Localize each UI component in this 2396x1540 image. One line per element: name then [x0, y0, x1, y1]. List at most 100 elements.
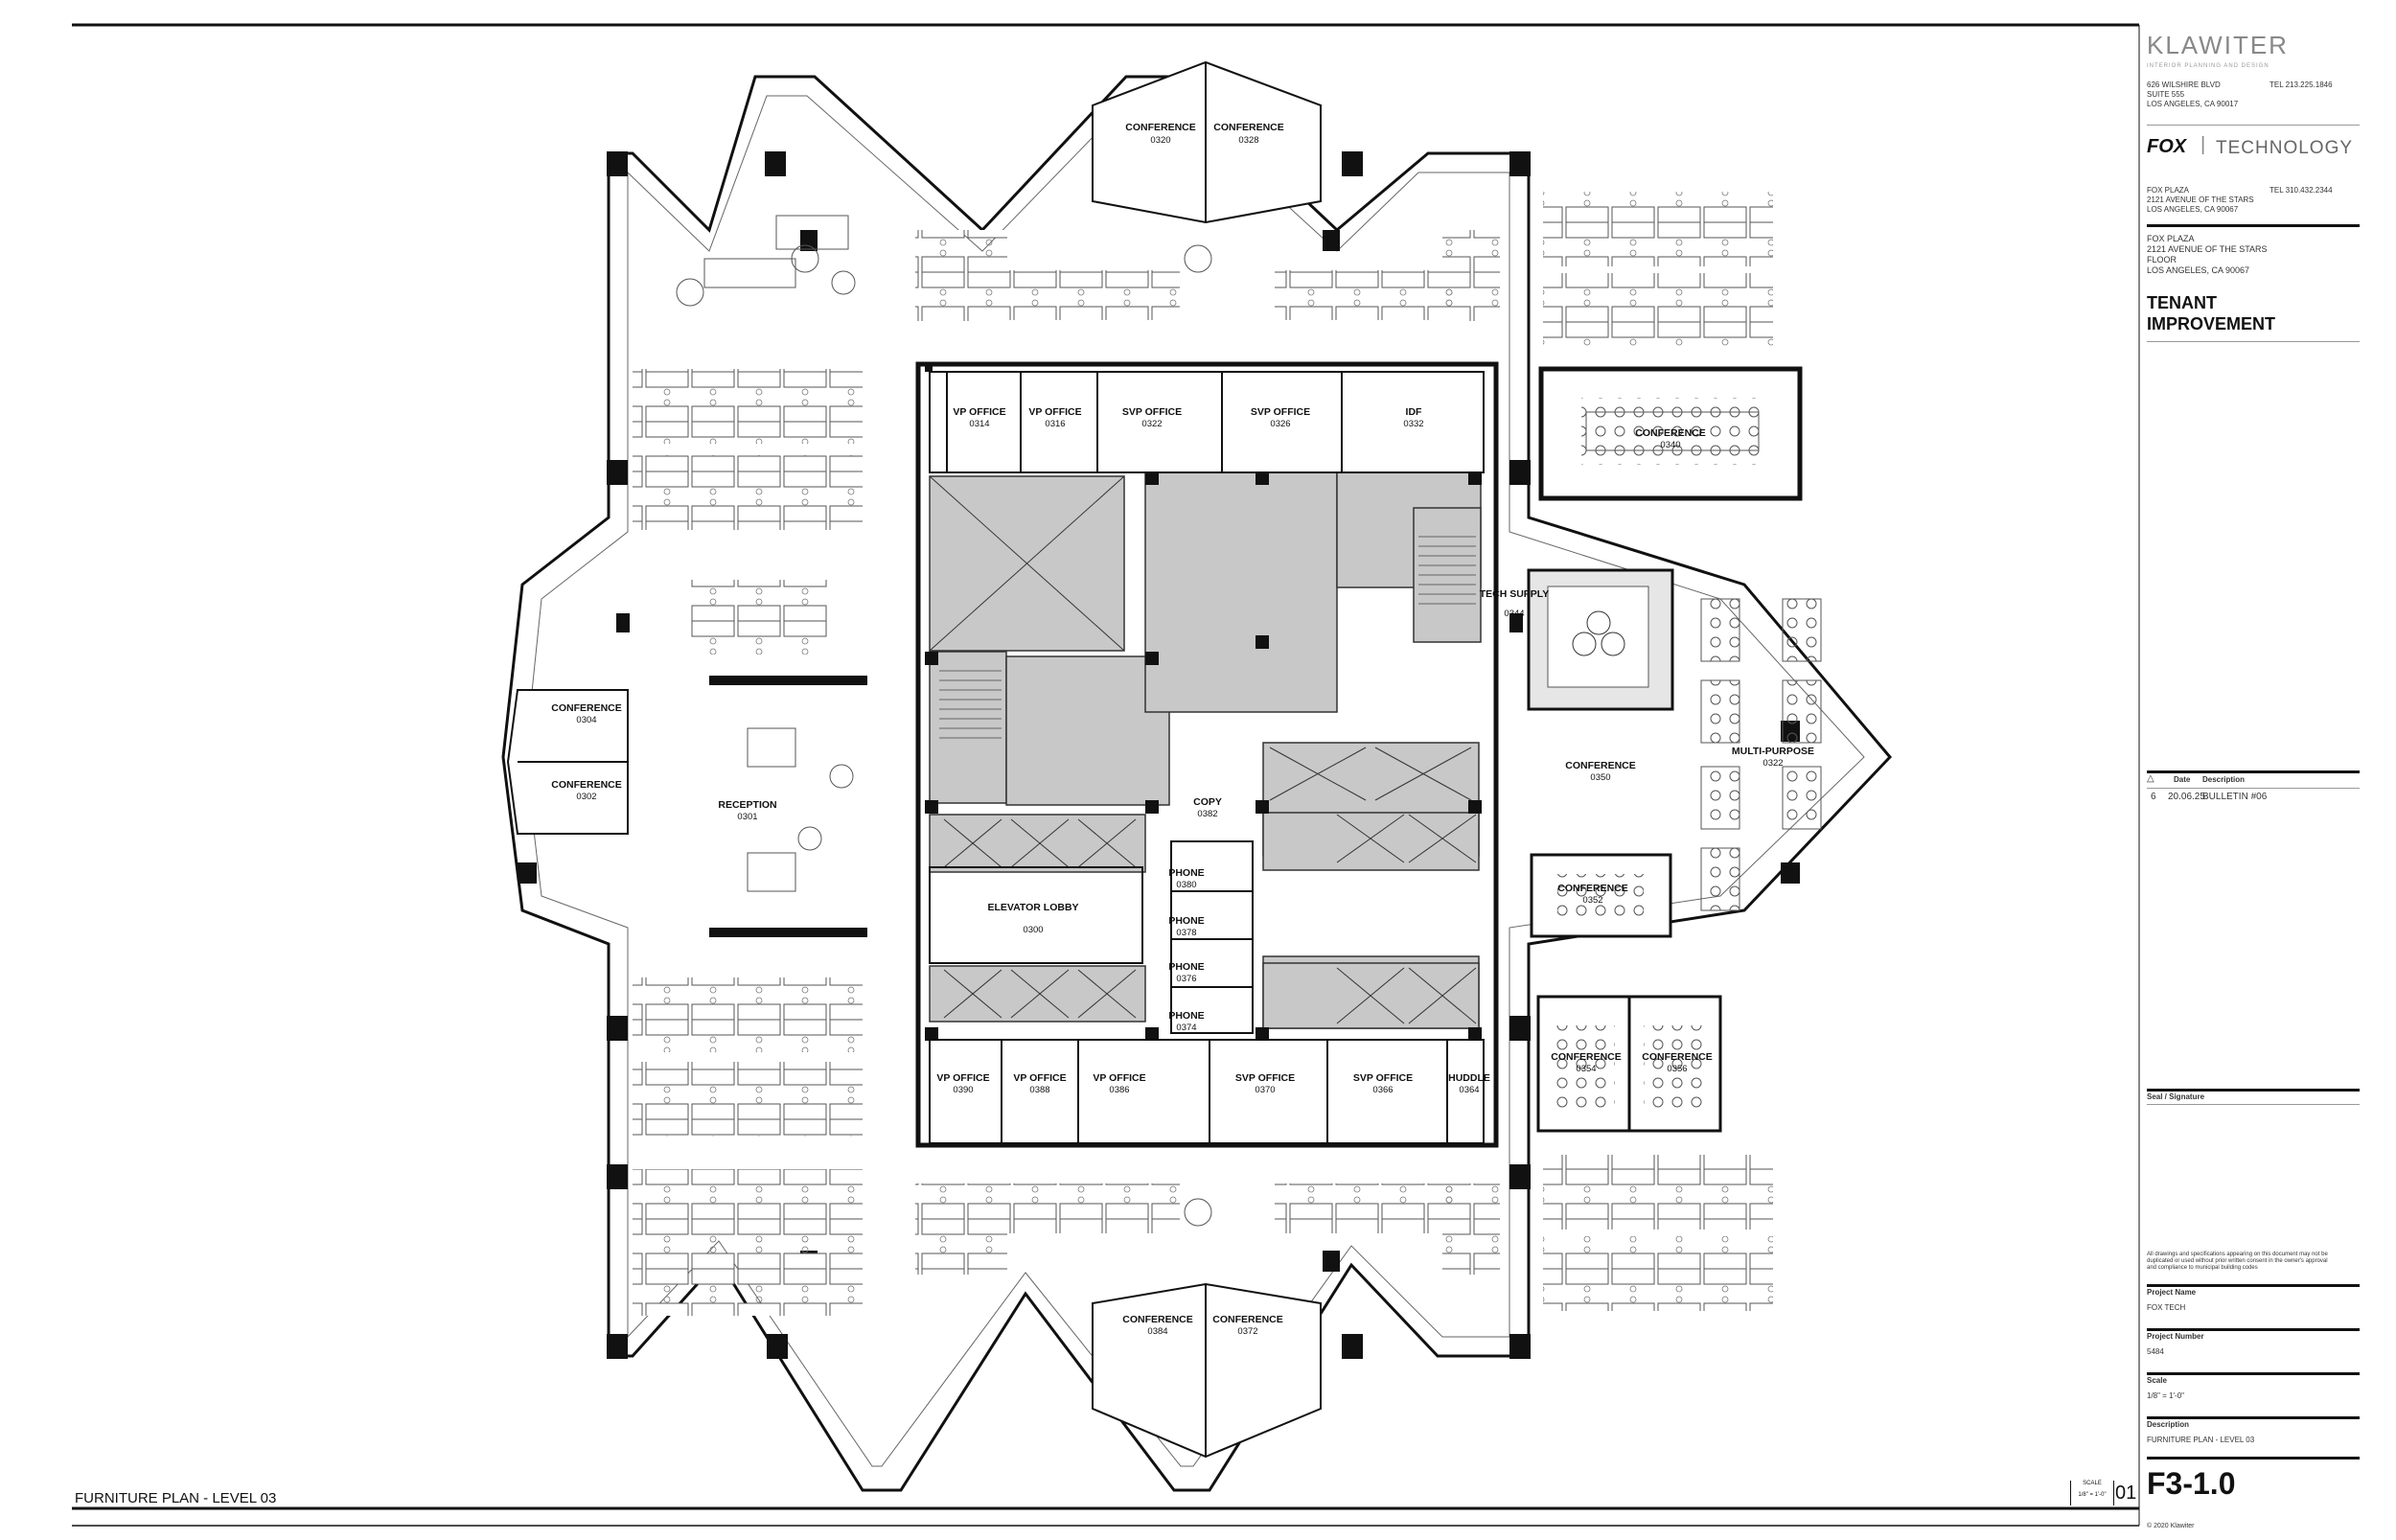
room-number: 0372 [1237, 1326, 1257, 1337]
copyright: © 2020 Klawiter [2147, 1523, 2195, 1529]
firm-tagline: INTERIOR PLANNING AND DESIGN [2147, 63, 2269, 69]
room-number: 0322 [1141, 419, 1162, 429]
client-address-3: LOS ANGELES, CA 90067 [2147, 205, 2239, 214]
footer-scale-value: 1/8" = 1'-0" [2078, 1492, 2107, 1498]
room-label: VP OFFICE [953, 406, 1005, 418]
project-address-4: LOS ANGELES, CA 90067 [2147, 265, 2250, 275]
room-label: CONFERENCE [1565, 760, 1636, 771]
project-address-1: FOX PLAZA [2147, 234, 2195, 243]
room-number: 0350 [1590, 772, 1610, 783]
room-number: 0328 [1238, 135, 1258, 146]
client-logo: FOX [2147, 136, 2187, 157]
room-label: CONFERENCE [1122, 1314, 1193, 1325]
room-label: SVP OFFICE [1122, 406, 1182, 418]
room-number: 0366 [1372, 1085, 1393, 1095]
room-label: PHONE [1168, 961, 1204, 973]
revision-date: 20.06.25 [2168, 792, 2205, 802]
room-number: 0304 [576, 715, 596, 725]
firm-address-3: LOS ANGELES, CA 90017 [2147, 100, 2239, 108]
room-label: CONFERENCE [1212, 1314, 1283, 1325]
room-label: CONFERENCE [551, 702, 622, 714]
room-number: 0374 [1176, 1023, 1196, 1033]
room-label: SVP OFFICE [1235, 1072, 1295, 1084]
room-label: VP OFFICE [1013, 1072, 1066, 1084]
room-label: CONFERENCE [551, 779, 622, 791]
project-address-2: 2121 AVENUE OF THE STARS [2147, 244, 2268, 254]
room-number: 0302 [576, 792, 596, 802]
room-label: PHONE [1168, 915, 1204, 927]
revision-header-date: Date [2174, 775, 2191, 784]
revision-desc: BULLETIN #06 [2202, 792, 2268, 802]
room-number: 0320 [1150, 135, 1170, 146]
room-label: MULTI-PURPOSE [1732, 746, 1814, 757]
room-label: SVP OFFICE [1251, 406, 1310, 418]
room-number: 0356 [1667, 1064, 1687, 1074]
room-number: 0340 [1660, 440, 1680, 450]
drawing-title: FURNITURE PLAN - LEVEL 03 [75, 1490, 277, 1506]
room-label: HUDDLE [1448, 1072, 1490, 1084]
firm-tel: TEL 213.225.1846 [2269, 80, 2333, 89]
room-label: CONFERENCE [1635, 427, 1706, 439]
room-label: VP OFFICE [936, 1072, 989, 1084]
room-label: RECEPTION [718, 799, 776, 811]
project-address-3: FLOOR [2147, 255, 2177, 264]
revision-header-desc: Description [2202, 775, 2246, 784]
room-number: 0388 [1029, 1085, 1049, 1095]
room-number: 0380 [1176, 880, 1196, 890]
scale-value: 1/8" = 1'-0" [2147, 1391, 2185, 1400]
room-number: 0352 [1582, 895, 1602, 906]
sheet-number: F3-1.0 [2147, 1466, 2236, 1501]
room-label: CONFERENCE [1125, 122, 1196, 133]
room-number: 0364 [1459, 1085, 1479, 1095]
room-label: PHONE [1168, 867, 1204, 879]
room-label: CONFERENCE [1642, 1051, 1713, 1063]
footer-scale-label: SCALE [2083, 1481, 2102, 1486]
room-number: 0378 [1176, 928, 1196, 938]
project-number: 5484 [2147, 1347, 2164, 1356]
client-address-1: FOX PLAZA [2147, 186, 2190, 195]
client-divider: | [2200, 134, 2206, 155]
description-value: FURNITURE PLAN - LEVEL 03 [2147, 1436, 2255, 1444]
room-number: 0386 [1109, 1085, 1129, 1095]
room-label: VP OFFICE [1093, 1072, 1145, 1084]
client-tel: TEL 310.432.2344 [2269, 186, 2333, 195]
room-number: 0376 [1176, 974, 1196, 984]
revision-no: 6 [2151, 792, 2156, 802]
room-label: SVP OFFICE [1353, 1072, 1413, 1084]
firm-address-2: SUITE 555 [2147, 90, 2185, 99]
multipurpose-tables [1700, 598, 1822, 911]
project-name: FOX TECH [2147, 1303, 2186, 1312]
client-division: TECHNOLOGY [2216, 138, 2354, 158]
room-number: 0314 [969, 419, 989, 429]
scale-label: Scale [2147, 1376, 2167, 1385]
room-label: PHONE [1168, 1010, 1204, 1022]
title-block: KLAWITER INTERIOR PLANNING AND DESIGN 6 2… [2147, 21, 2360, 1535]
description-label: Description [2147, 1420, 2190, 1429]
room-label: CONFERENCE [1213, 122, 1284, 133]
room-number: 0301 [737, 812, 757, 822]
room-number: 0332 [1403, 419, 1423, 429]
room-label: ELEVATOR LOBBY [987, 902, 1078, 913]
room-number: 0300 [1023, 925, 1043, 935]
room-number: 0322 [1762, 758, 1783, 769]
room-label: CONFERENCE [1551, 1051, 1622, 1063]
room-number: 0344 [1504, 609, 1524, 619]
project-type-line1: TENANT [2147, 293, 2217, 312]
room-label: CONFERENCE [1557, 883, 1628, 894]
room-label: TECH SUPPLY [1480, 588, 1550, 600]
reception-bench-top [709, 676, 867, 685]
room-label: COPY [1193, 796, 1222, 808]
room-labels: CONFERENCE 0320 CONFERENCE 0328 VP OFFIC… [551, 122, 1814, 1337]
drawing-number: 01 [2115, 1483, 2137, 1504]
room-number: 0354 [1576, 1064, 1596, 1074]
seal-label: Seal / Signature [2147, 1092, 2205, 1101]
project-type-line2: IMPROVEMENT [2147, 314, 2276, 333]
room-number: 0326 [1270, 419, 1290, 429]
room-number: 0382 [1197, 809, 1217, 819]
room-label: VP OFFICE [1028, 406, 1081, 418]
client-address-2: 2121 AVENUE OF THE STARS [2147, 195, 2254, 204]
firm-name: KLAWITER [2147, 31, 2289, 59]
revision-triangle-icon: △ [2147, 773, 2154, 784]
project-name-label: Project Name [2147, 1288, 2197, 1297]
